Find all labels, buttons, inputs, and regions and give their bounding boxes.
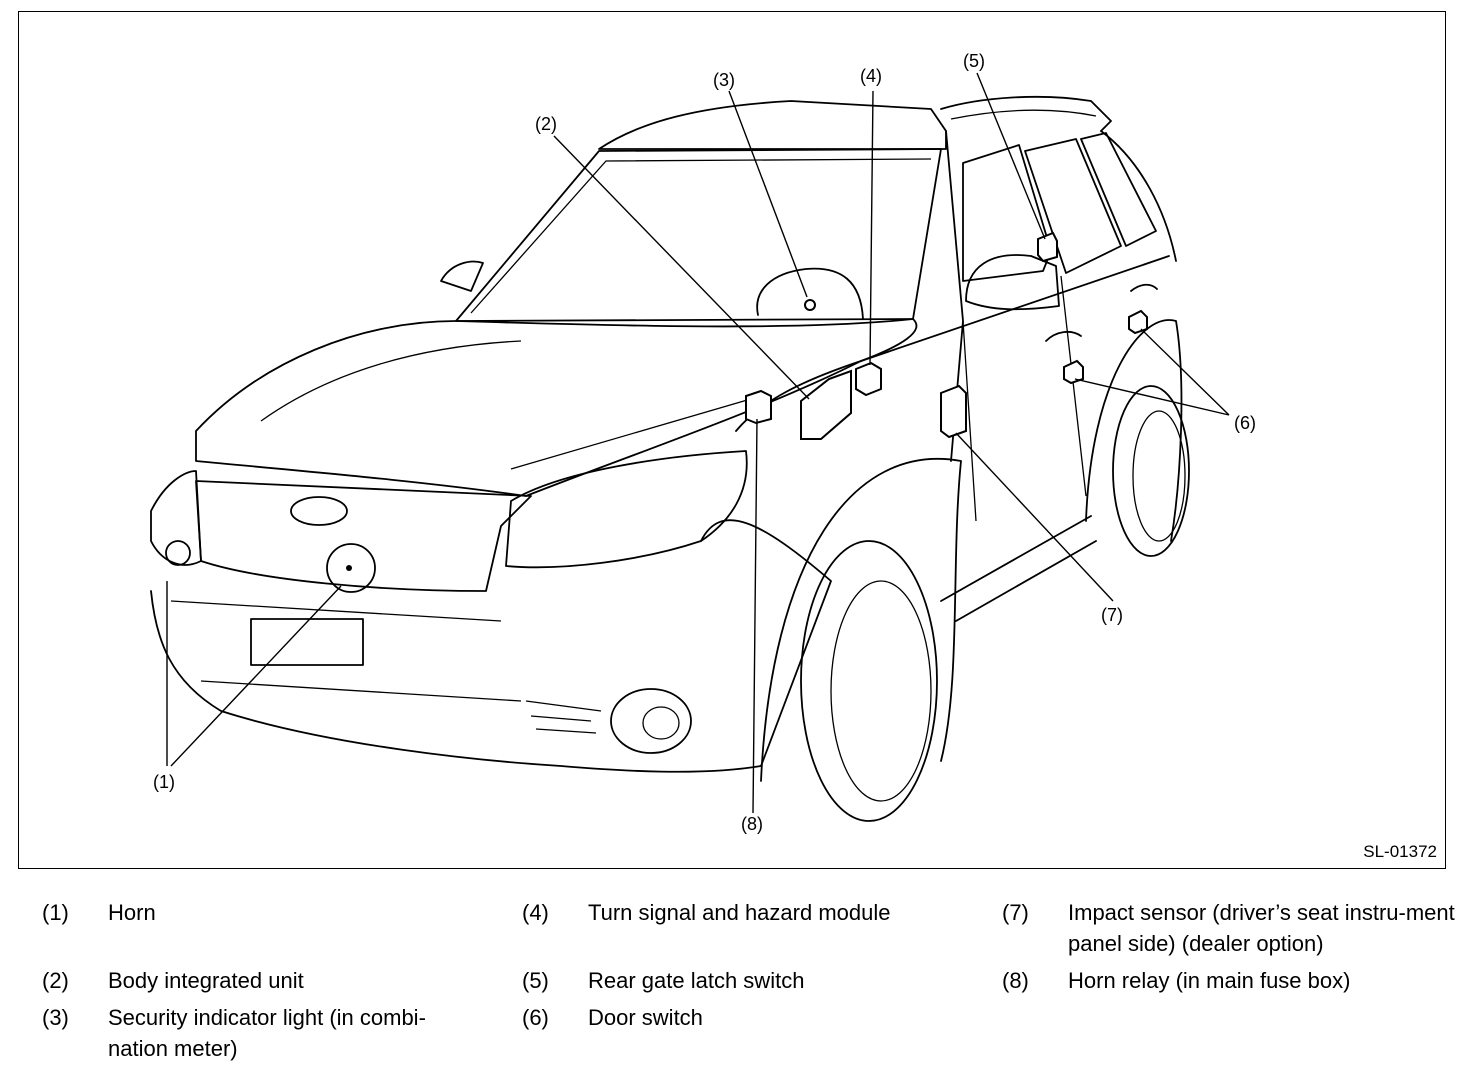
door-switch-rear-box: [1128, 309, 1148, 335]
leader-1: [166, 581, 342, 767]
callout-6: (6): [1234, 413, 1256, 433]
windshield: [455, 148, 942, 328]
turn-signal-module-box: [855, 361, 882, 397]
roof-outline: [598, 100, 947, 150]
front-tire: [800, 540, 938, 822]
side-mirror: [965, 254, 1060, 311]
fender-line: [735, 360, 862, 432]
fog-light: [610, 688, 692, 754]
impact-sensor-box: [940, 384, 967, 439]
badge: [290, 496, 348, 526]
front-bumper: [150, 519, 832, 773]
roof-rail-inner: [950, 109, 1097, 120]
leader-8: [752, 418, 758, 814]
rear-quarter-window: [1080, 132, 1157, 247]
security-light-marker: [804, 299, 816, 311]
meter-hood: [756, 267, 864, 320]
door-handle-rear: [1130, 283, 1158, 292]
roof-rail: [940, 95, 1112, 132]
legend-number: (7): [1002, 900, 1029, 925]
fog-light-inner: [642, 706, 680, 740]
license-plate: [250, 618, 364, 666]
rear-tire: [1112, 385, 1190, 557]
horn-relay-box: [745, 389, 772, 425]
horn-right: [326, 543, 376, 593]
leader-4: [869, 90, 874, 366]
legend-text: Security indicator light (in combi-natio…: [108, 1005, 426, 1061]
leader-7: [955, 432, 1114, 602]
body-side-upper: [945, 130, 1177, 462]
legend-text: Rear gate latch switch: [588, 968, 805, 993]
headlight-left: [150, 470, 202, 566]
legend-text: Horn relay (in main fuse box): [1068, 968, 1351, 993]
hood: [195, 318, 918, 497]
legend-number: (4): [522, 900, 549, 925]
callout-4: (4): [860, 66, 882, 86]
front-door-window: [962, 144, 1052, 282]
body-integrated-unit-box: [800, 369, 852, 440]
leader-5: [976, 72, 1046, 240]
legend-number: (5): [522, 968, 549, 993]
legend-text: Horn: [108, 900, 156, 925]
legend-number: (2): [42, 968, 69, 993]
legend-number: (6): [522, 1005, 549, 1030]
legend-number: (1): [42, 900, 69, 925]
callout-1: (1): [153, 772, 175, 792]
callout-5: (5): [963, 51, 985, 71]
legend-text: Turn signal and hazard module: [588, 900, 891, 925]
grille: [195, 480, 532, 592]
legend-text: Body integrated unit: [108, 968, 304, 993]
door-shutline: [962, 275, 1087, 522]
callout-8: (8): [741, 814, 763, 834]
left-mirror: [440, 260, 484, 292]
legend-number: (8): [1002, 968, 1029, 993]
leader-6: [1074, 328, 1230, 416]
door-handle-front: [1045, 330, 1082, 342]
callout-2: (2): [535, 114, 557, 134]
figure-id: SL-01372: [1363, 842, 1437, 861]
callout-7: (7): [1101, 605, 1123, 625]
rear-gate-latch-box: [1037, 231, 1058, 263]
door-switch-front-box: [1063, 359, 1084, 385]
leader-3: [728, 90, 808, 298]
hood-shutline: [510, 395, 762, 470]
front-rim: [830, 580, 932, 802]
windshield-inner: [470, 158, 932, 314]
headlight-right: [505, 450, 748, 569]
figure-frame: (1) (2) (3) (4) (5) (6) (7) (8) SL-01372: [18, 11, 1446, 869]
front-wheel-arch: [760, 458, 962, 782]
legend-text: Impact sensor (driver’s seat instru-ment…: [1068, 900, 1455, 956]
rear-rim: [1132, 410, 1186, 542]
beltline: [860, 255, 1170, 362]
rocker: [940, 515, 1097, 622]
leader-2: [553, 135, 810, 400]
legend-number: (3): [42, 1005, 69, 1030]
legend-text: Door switch: [588, 1005, 703, 1030]
hood-crease: [260, 340, 522, 422]
horn-left: [165, 540, 191, 566]
vehicle-illustration: [150, 72, 1230, 822]
horn-center: [346, 565, 352, 571]
callout-3: (3): [713, 70, 735, 90]
lower-grille: [170, 600, 602, 734]
rear-wheel-arch: [1085, 319, 1183, 542]
